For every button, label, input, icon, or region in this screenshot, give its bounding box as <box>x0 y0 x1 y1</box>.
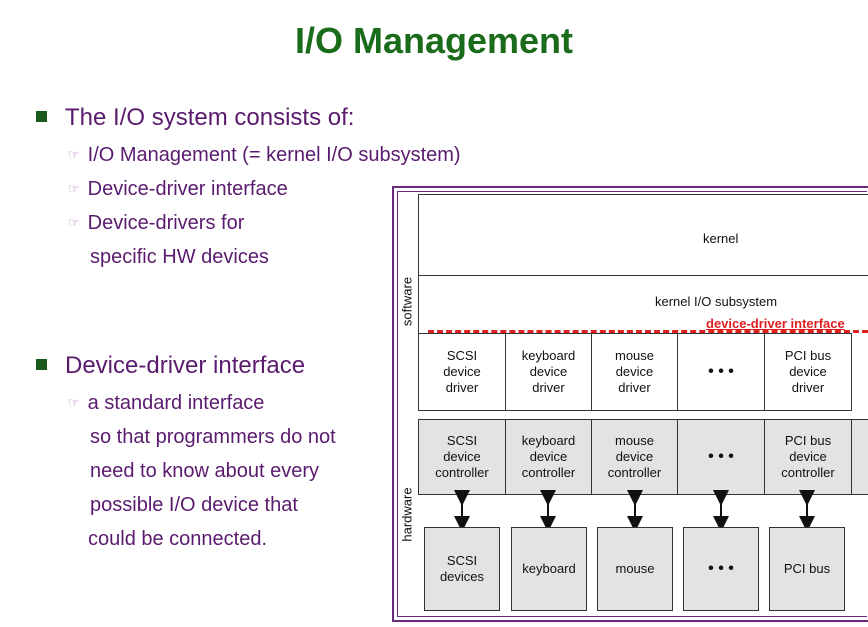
bullet-device-driver-interface: Device-driver interface <box>36 352 305 380</box>
sub-continuation: possible I/O device that <box>90 494 298 516</box>
device-driver-interface-label: device-driver interface <box>706 316 845 331</box>
bullet-text: Device-driver interface <box>65 352 306 379</box>
keyboard-driver-box: keyboard device driver <box>505 333 592 411</box>
diagram-inner-frame <box>397 191 867 617</box>
pointing-hand-icon: ☞ <box>68 395 80 410</box>
sub-bullet: ☞ Device-drivers for <box>68 206 244 240</box>
kernel-layer: kernel <box>418 194 868 276</box>
sub-continuation: need to know about every <box>90 460 320 482</box>
square-bullet-icon <box>36 359 47 370</box>
device-driver-interface-line <box>428 330 868 333</box>
mouse-controller-box: mouse device controller <box>591 419 678 495</box>
kernel-io-label: kernel I/O subsystem <box>655 294 778 309</box>
mouse-device-box: mouse <box>597 527 673 611</box>
sub-bullet: ☞ Device-driver interface <box>68 172 288 206</box>
sub-continuation: so that programmers do not <box>90 426 336 448</box>
ellipsis-device-box: • • • <box>683 527 759 611</box>
pointing-hand-icon: ☞ <box>68 215 80 230</box>
pci-controller-box: PCI bus device controller <box>764 419 852 495</box>
bullet-io-system: The I/O system consists of: <box>36 104 354 132</box>
sub-text: I/O Management (= kernel I/O subsystem) <box>87 144 461 166</box>
pointing-hand-icon: ☞ <box>68 181 80 196</box>
mouse-driver-box: mouse device driver <box>591 333 678 411</box>
pointing-hand-icon: ☞ <box>68 147 80 162</box>
sub-text: Device-drivers for <box>87 212 245 234</box>
square-bullet-icon <box>36 111 47 122</box>
sub-text: a standard interface <box>87 392 265 414</box>
slide-title: I/O Management <box>294 20 574 61</box>
bullet-text: The I/O system consists of: <box>65 104 355 131</box>
scsi-devices-box: SCSI devices <box>424 527 500 611</box>
kernel-io-subsystem-layer: kernel I/O subsystem <box>418 275 868 333</box>
sub-continuation: specific HW devices <box>90 246 269 268</box>
pci-driver-box: PCI bus device driver <box>764 333 852 411</box>
kernel-label: kernel <box>703 231 739 246</box>
sub-text: Device-driver interface <box>87 178 288 200</box>
sub-bullet: ☞ a standard interface <box>68 386 264 420</box>
pci-bus-device-box: PCI bus <box>769 527 845 611</box>
sub-bullet: ☞ I/O Management (= kernel I/O subsystem) <box>68 138 461 172</box>
sub-continuation: could be connected. <box>88 528 268 550</box>
keyboard-device-box: keyboard <box>511 527 587 611</box>
